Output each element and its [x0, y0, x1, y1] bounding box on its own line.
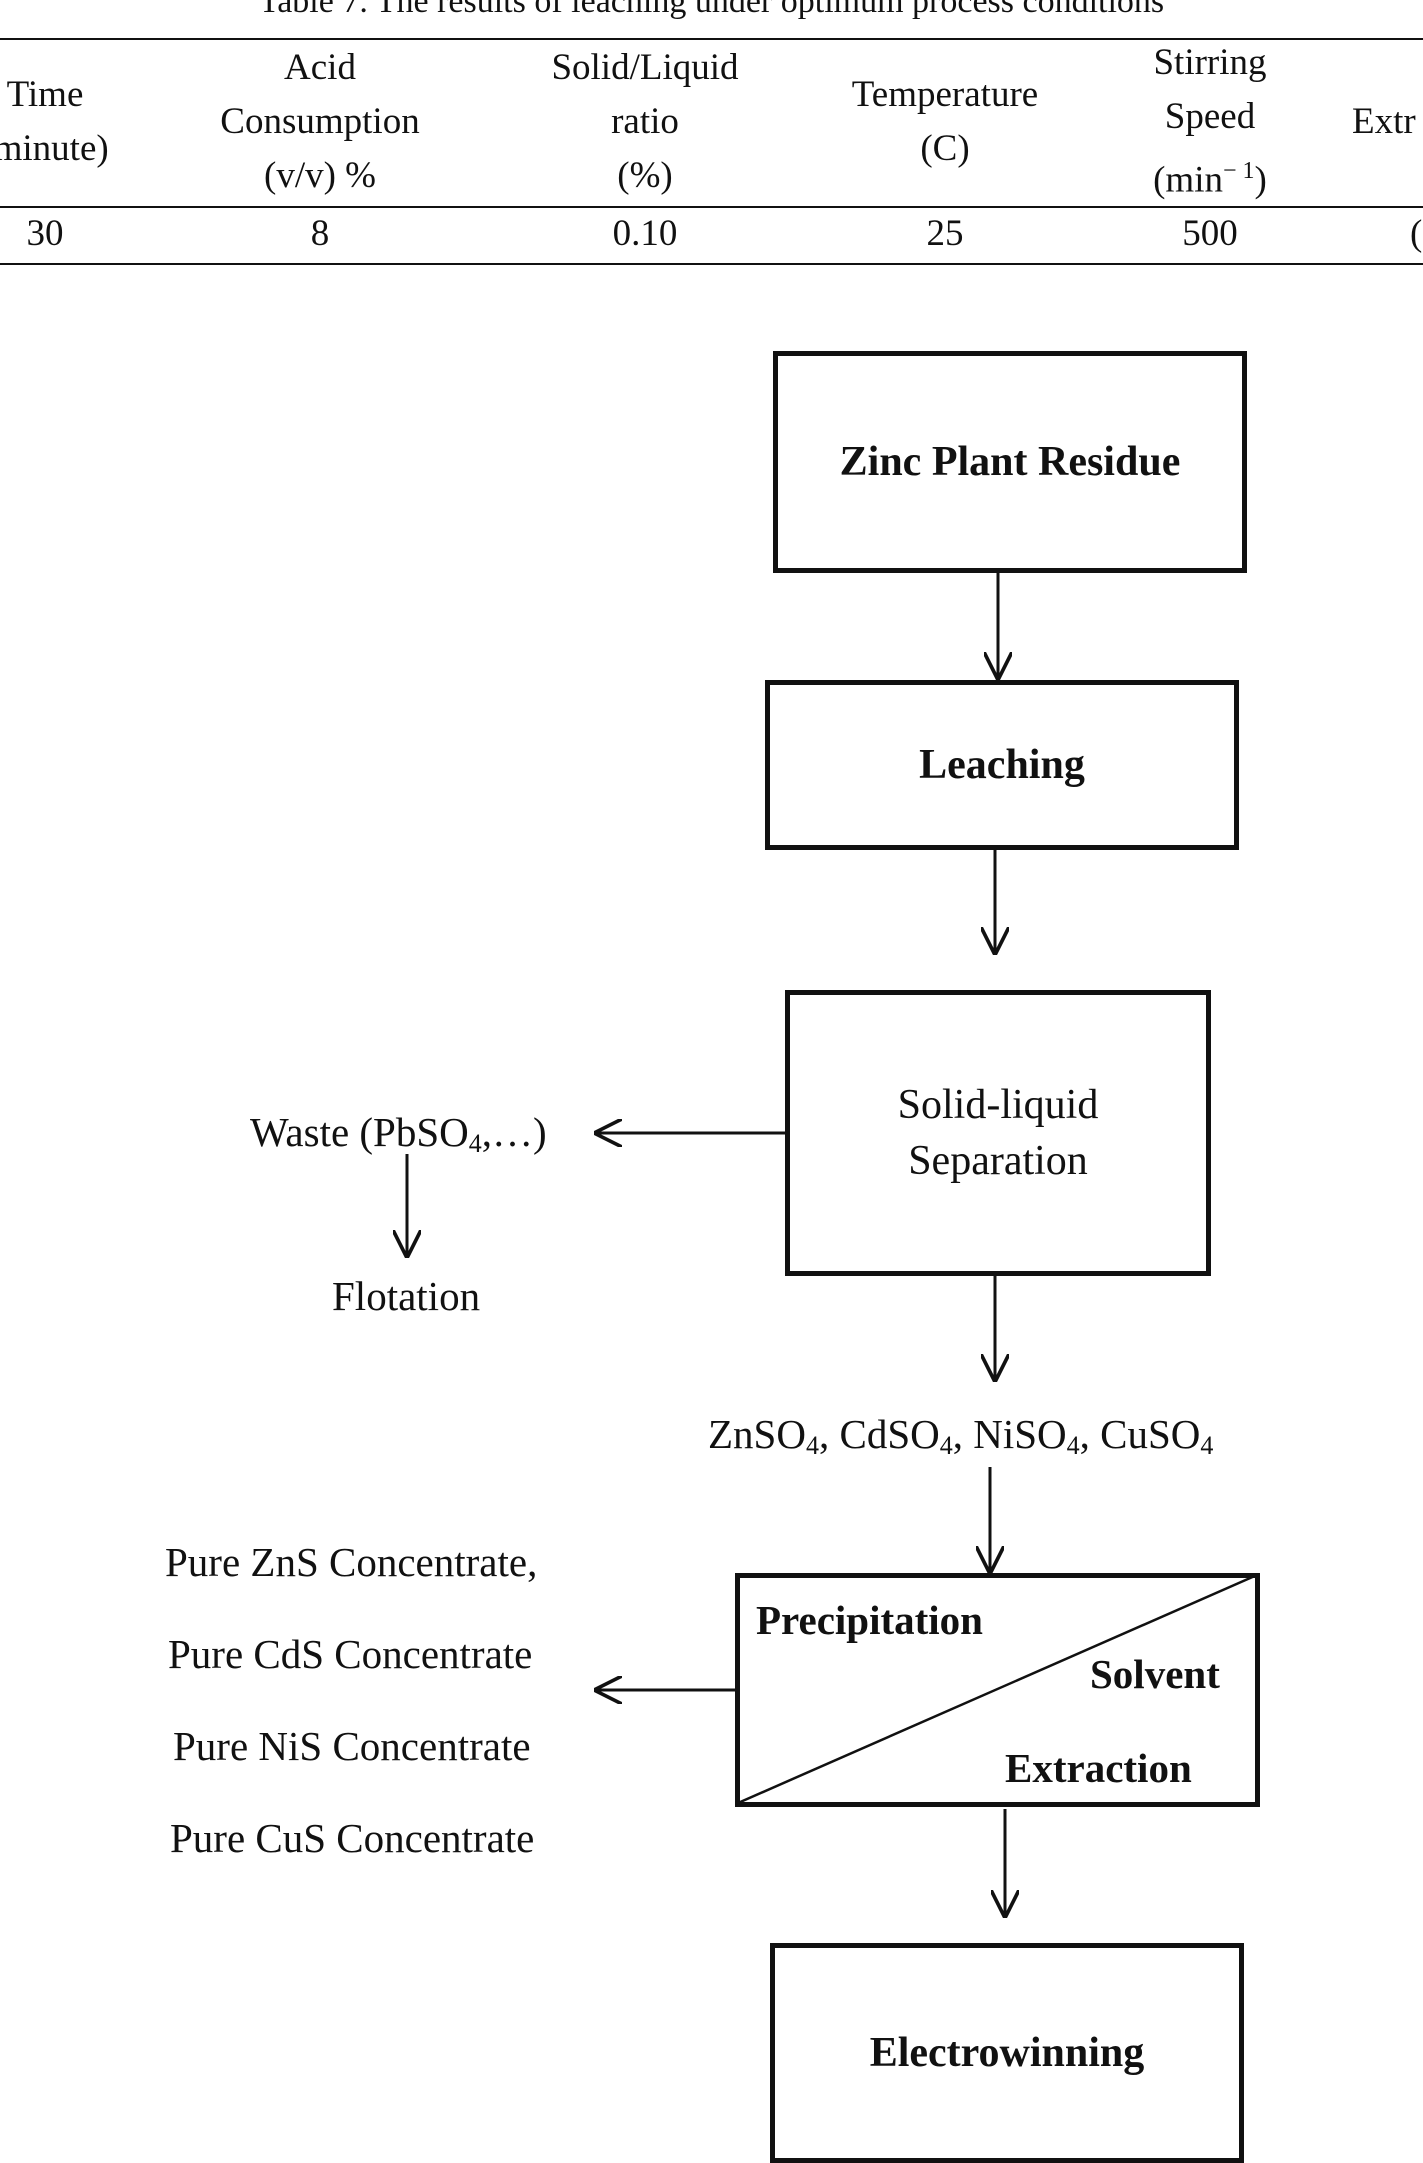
sulfate-separator: ,	[1079, 1411, 1101, 1457]
header-time-line1: Time	[6, 74, 84, 115]
header-ratio-line1: Solid/Liquid	[551, 47, 739, 88]
header-time: Time (minute)	[0, 38, 110, 206]
header-temperature-line2: (C)	[920, 128, 970, 169]
flow-arrows	[0, 573, 1258, 1918]
sulfate-subscript: 4	[939, 1431, 953, 1460]
waste-label-prefix: Waste (PbSO	[250, 1109, 469, 1155]
header-extraction: Extr	[1352, 38, 1423, 206]
waste-label: Waste (PbSO4,…)	[250, 1104, 547, 1160]
sulfate-separator: ,	[818, 1411, 840, 1457]
extraction-label: Extraction	[1005, 1745, 1192, 1791]
header-stirring-line1: Stirring	[1153, 42, 1267, 84]
sulfate-subscript: 4	[1200, 1431, 1214, 1460]
sulfate-formula: ZnSO	[708, 1411, 806, 1457]
header-temperature-line1: Temperature	[851, 74, 1039, 115]
table-header-rule	[0, 206, 1423, 208]
waste-label-suffix: ,…)	[481, 1109, 547, 1155]
header-stirring-line2: Speed	[1164, 96, 1256, 138]
table-top-rule	[0, 38, 1423, 40]
cell-acid: 8	[310, 213, 330, 254]
sulfate-formula: CdSO	[839, 1411, 940, 1457]
header-ratio-line3: (%)	[617, 155, 673, 196]
sulfate-subscript: 4	[805, 1431, 819, 1460]
waste-label-subscript: 4	[468, 1129, 482, 1158]
header-extraction-line1: Extr	[1352, 101, 1416, 142]
header-time-line2: (minute)	[0, 128, 109, 169]
header-stirring-unit: (min− 1)	[1110, 144, 1310, 207]
table-caption: Table 7. The results of leaching under o…	[258, 0, 1165, 20]
concentrate-nis: Pure NiS Concentrate	[173, 1723, 531, 1769]
header-acid: Acid Consumption (v/v) %	[180, 38, 460, 206]
sulfate-formula: CuSO	[1100, 1411, 1201, 1457]
zinc-residue-box: Zinc Plant Residue	[773, 351, 1247, 573]
stirring-unit-close: )	[1254, 159, 1267, 201]
header-ratio-line2: ratio	[611, 101, 679, 142]
leaching-label: Leaching	[919, 742, 1085, 788]
concentrate-cds: Pure CdS Concentrate	[168, 1631, 533, 1677]
header-acid-line2: Consumption	[220, 101, 420, 142]
sulfates-label: ZnSO4, CdSO4, NiSO4, CuSO4	[708, 1406, 1213, 1462]
electrowinning-label: Electrowinning	[869, 2030, 1145, 2076]
stirring-unit-exponent: − 1	[1223, 158, 1255, 185]
cell-extraction: (	[1410, 213, 1423, 254]
cell-stirring: 500	[1182, 213, 1238, 254]
header-acid-line1: Acid	[284, 47, 356, 88]
sulfate-separator: ,	[952, 1411, 974, 1457]
separation-label-line2: Separation	[908, 1138, 1088, 1184]
concentrate-zns: Pure ZnS Concentrate,	[165, 1539, 538, 1585]
stirring-unit-base: (min	[1153, 159, 1223, 201]
flotation-label: Flotation	[332, 1273, 481, 1319]
precipitation-extraction-box: Precipitation Solvent Extraction	[735, 1573, 1260, 1807]
separation-label-line1: Solid-liquid	[897, 1082, 1099, 1128]
cell-temperature: 25	[926, 213, 964, 254]
zinc-residue-label: Zinc Plant Residue	[839, 439, 1181, 485]
concentrate-cus: Pure CuS Concentrate	[170, 1815, 535, 1861]
electrowinning-box: Electrowinning	[770, 1943, 1244, 2163]
precipitation-diagonal	[737, 1573, 1258, 1805]
cell-time: 30	[26, 213, 64, 254]
header-ratio: Solid/Liquid ratio (%)	[510, 38, 780, 206]
header-stirring: Stirring Speed (min− 1)	[1110, 38, 1310, 206]
header-acid-line3: (v/v) %	[264, 155, 376, 196]
header-temperature: Temperature (C)	[810, 38, 1080, 206]
sulfate-subscript: 4	[1066, 1431, 1080, 1460]
separation-box: Solid-liquid Separation	[785, 990, 1211, 1276]
leaching-box: Leaching	[765, 680, 1239, 850]
precipitation-label: Precipitation	[756, 1597, 983, 1643]
solvent-label: Solvent	[1090, 1651, 1220, 1697]
sulfate-formula: NiSO	[973, 1411, 1067, 1457]
cell-ratio: 0.10	[612, 213, 678, 254]
table-bottom-rule	[0, 263, 1423, 265]
